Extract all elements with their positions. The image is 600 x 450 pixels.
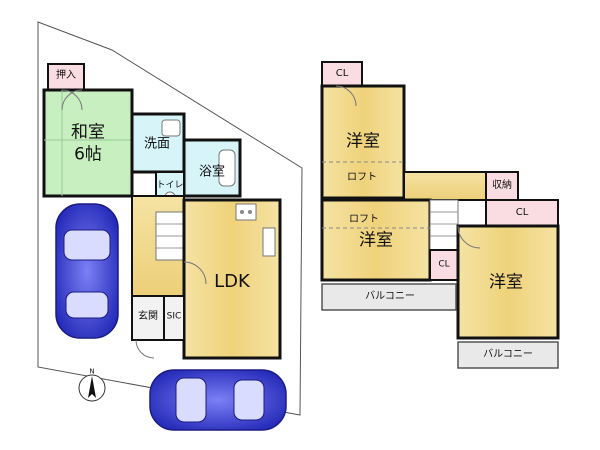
youshitsu-right-room: [456, 224, 560, 340]
label-sic: SIC: [166, 311, 182, 322]
label-balcony-right: バルコニー: [483, 349, 533, 360]
label-loft-upper: ロフト: [347, 172, 377, 183]
label-cl-small: CL: [438, 259, 450, 270]
compass-north-label: N: [89, 367, 95, 376]
label-youshitsu-top: 洋室: [346, 131, 380, 152]
car-horizontal: [149, 369, 287, 431]
label-senmen: 洗面: [143, 136, 171, 152]
closet-oshiire: [47, 63, 85, 91]
youshitsu-top-room: [320, 84, 406, 200]
label-youshitsu-mid: 洋室: [359, 230, 393, 251]
label-cl-right: CL: [515, 207, 529, 218]
label-washitsu: 和室: [71, 122, 105, 143]
car-vertical: [55, 203, 119, 339]
closet-cl-right: [485, 199, 559, 227]
label-loft-lower: ロフト: [349, 214, 379, 225]
label-washitsu-size: 6帖: [74, 144, 102, 165]
ldk-room: [182, 198, 282, 360]
entrance: [131, 295, 165, 341]
balcony-left: [321, 283, 457, 311]
compass-icon: [78, 374, 106, 402]
stairs-floor2: [429, 199, 459, 251]
label-shuno: 収納: [492, 180, 512, 191]
washitsu-room: [42, 88, 134, 198]
label-youshitsu-right: 洋室: [489, 272, 523, 293]
corridor-floor2: [403, 171, 487, 201]
shoe-closet: [163, 295, 185, 341]
label-toilet: トイレ: [156, 180, 184, 191]
label-balcony-left: バルコニー: [365, 291, 415, 302]
balcony-right: [457, 341, 559, 369]
closet-cl-top: [321, 61, 363, 87]
closet-cl-small: [429, 249, 459, 281]
label-yokushitsu: 浴室: [198, 164, 226, 180]
label-ldk: LDK: [214, 271, 250, 292]
label-cl-top: CL: [335, 68, 349, 79]
storage-shuno: [485, 171, 519, 201]
label-oshiire: 押入: [56, 70, 76, 81]
label-genkan: 玄関: [138, 311, 158, 322]
